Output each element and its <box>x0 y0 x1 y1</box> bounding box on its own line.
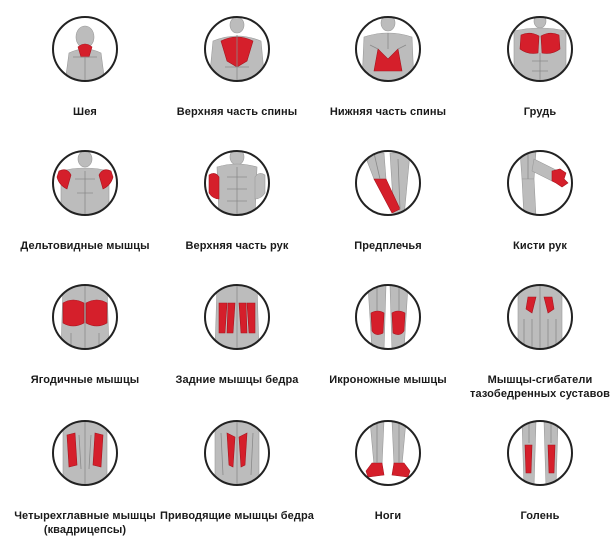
deltoids-icon <box>52 150 118 216</box>
muscle-label: Задние мышцы бедра <box>175 374 299 386</box>
muscle-tile-deltoids[interactable]: Дельтовидные мышцы <box>5 149 165 253</box>
hip-flexors-icon <box>507 284 573 350</box>
muscle-label: Мышцы-сгибатели тазобедренных суставов <box>469 374 611 400</box>
muscle-label: Шея <box>73 106 97 118</box>
muscle-tile-adductors[interactable]: Приводящие мышцы бедра <box>157 419 317 523</box>
muscle-label: Верхняя часть рук <box>185 240 289 252</box>
muscle-tile-shins[interactable]: Голень <box>460 419 614 523</box>
muscle-label: Кисти рук <box>513 240 567 252</box>
muscle-tile-upper-back[interactable]: Верхняя часть спины <box>157 15 317 119</box>
muscle-label: Дельтовидные мышцы <box>20 240 150 252</box>
glutes-icon <box>52 284 118 350</box>
muscle-label: Верхняя часть спины <box>176 106 298 118</box>
muscle-tile-hamstrings[interactable]: Задние мышцы бедра <box>157 283 317 387</box>
forearms-icon <box>355 150 421 216</box>
muscle-tile-forearms[interactable]: Предплечья <box>308 149 468 253</box>
lower-back-icon <box>355 16 421 82</box>
adductors-icon <box>204 420 270 486</box>
muscle-label: Грудь <box>523 106 557 118</box>
muscle-tile-lower-back[interactable]: Нижняя часть спины <box>308 15 468 119</box>
muscle-label: Икроножные мышцы <box>329 374 447 386</box>
muscle-label: Голень <box>520 510 560 522</box>
muscle-tile-glutes[interactable]: Ягодичные мышцы <box>5 283 165 387</box>
upper-arms-icon <box>204 150 270 216</box>
muscle-tile-quadriceps[interactable]: Четырехглавные мышцы (квадрицепсы) <box>5 419 165 537</box>
muscle-label: Приводящие мышцы бедра <box>159 510 315 522</box>
quadriceps-icon <box>52 420 118 486</box>
muscle-label: Ноги <box>374 510 402 522</box>
muscle-tile-neck[interactable]: Шея <box>5 15 165 119</box>
muscle-tile-calves[interactable]: Икроножные мышцы <box>308 283 468 387</box>
shins-icon <box>507 420 573 486</box>
hamstrings-icon <box>204 284 270 350</box>
chest-icon <box>507 16 573 82</box>
muscle-tile-chest[interactable]: Грудь <box>460 15 614 119</box>
upper-back-icon <box>204 16 270 82</box>
muscle-tile-upper-arms[interactable]: Верхняя часть рук <box>157 149 317 253</box>
calves-icon <box>355 284 421 350</box>
muscle-label: Нижняя часть спины <box>329 106 447 118</box>
hands-icon <box>507 150 573 216</box>
neck-icon <box>52 16 118 82</box>
muscle-label: Предплечья <box>354 240 422 252</box>
muscle-label: Ягодичные мышцы <box>30 374 140 386</box>
feet-icon <box>355 420 421 486</box>
muscle-tile-hip-flexors[interactable]: Мышцы-сгибатели тазобедренных суставов <box>460 283 614 401</box>
muscle-tile-hands[interactable]: Кисти рук <box>460 149 614 253</box>
muscle-tile-feet[interactable]: Ноги <box>308 419 468 523</box>
muscle-label: Четырехглавные мышцы (квадрицепсы) <box>14 510 156 536</box>
